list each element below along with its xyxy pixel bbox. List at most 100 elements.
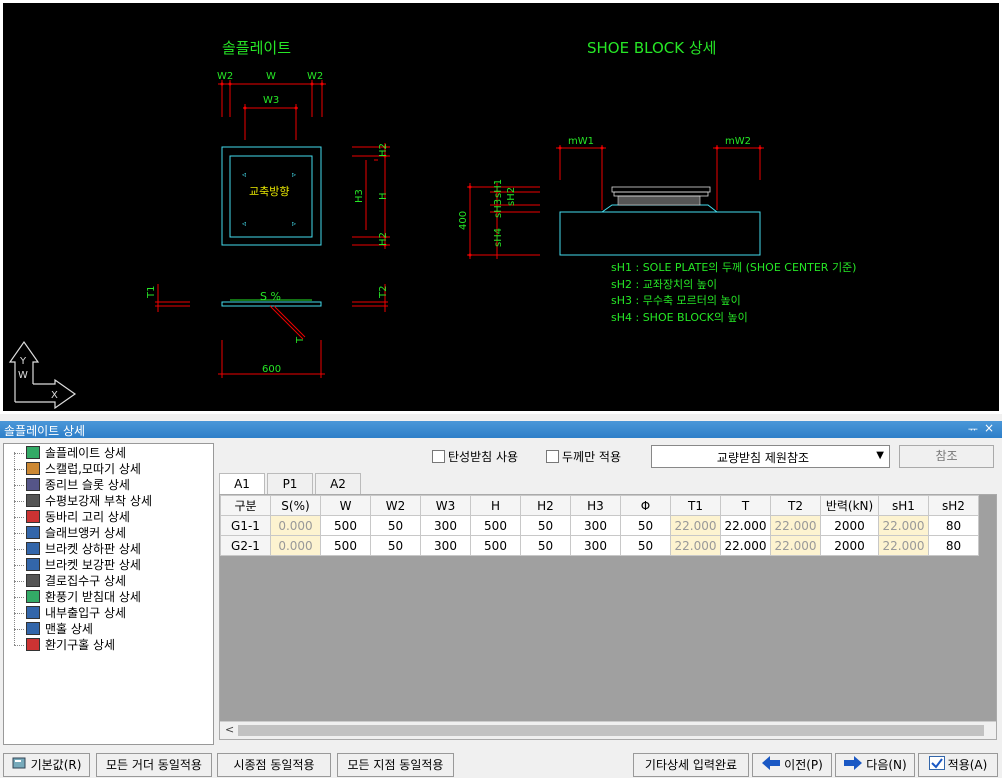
dim-label-t2: T2 [378,286,389,299]
table-cell[interactable]: 22.000 [720,515,771,536]
column-header[interactable]: H2 [520,495,571,516]
apply-button-label: 적용(A) [947,758,988,772]
close-icon[interactable]: × [983,421,994,435]
table-cell[interactable]: 80 [928,515,979,536]
hook-icon [26,510,40,523]
detail-input-done-button[interactable]: 기타상세 입력완료 [633,753,749,777]
table-cell[interactable]: 50 [520,515,571,536]
drawing-title-left: 솔플레이트 [222,39,291,57]
next-button[interactable]: 다음(N) [835,753,915,777]
table-cell[interactable]: 22.000 [670,515,721,536]
dim-label-sh2: sH2 [506,187,517,206]
table-cell[interactable]: 0.000 [270,535,321,556]
column-header[interactable]: Φ [620,495,671,516]
table-cell[interactable]: 22.000 [770,515,821,536]
all-girder-same-button[interactable]: 모든 거더 동일적용 [96,753,212,777]
elastic-bearing-checkbox-box[interactable] [432,450,445,463]
next-button-label: 다음(N) [866,758,907,772]
table-cell[interactable]: 300 [570,535,621,556]
table-cell[interactable]: 2000 [820,515,879,536]
tree-item-label: 종리브 슬롯 상세 [45,478,130,492]
elastic-bearing-label: 탄성받침 사용 [448,450,519,464]
table-cell[interactable]: 500 [320,535,371,556]
bearing-reference-value: 교량받침 제원참조 [716,451,810,465]
table-cell[interactable]: 22.000 [720,535,771,556]
horizontal-scrollbar[interactable]: < [220,721,996,739]
table-cell[interactable]: 500 [470,535,521,556]
table-cell[interactable]: 2000 [820,535,879,556]
dim-label-w3: W3 [263,95,279,106]
reference-button[interactable]: 참조 [899,445,994,468]
tab-a1[interactable]: A1 [219,473,265,495]
all-support-same-button[interactable]: 모든 지점 동일적용 [337,753,454,777]
table-cell[interactable]: 0.000 [270,515,321,536]
prev-button[interactable]: 이전(P) [752,753,832,777]
table-cell[interactable]: 22.000 [670,535,721,556]
dim-label-h3: H3 [354,189,365,203]
table-cell[interactable]: 22.000 [878,535,929,556]
table-cell[interactable]: 50 [370,535,421,556]
thickness-only-checkbox-box[interactable] [546,450,559,463]
dim-label-w2-left: W2 [217,71,233,82]
column-header[interactable]: sH2 [928,495,979,516]
table-cell[interactable]: 500 [470,515,521,536]
drawing-canvas[interactable]: 솔플레이트 SHOE BLOCK 상세 W2 W W2 W3 H2 H3 H H… [0,0,1002,414]
tree-item-label: 동바리 고리 상세 [45,510,130,524]
tab-p1[interactable]: P1 [267,473,313,494]
chevron-down-icon[interactable]: ▼ [876,450,884,461]
pin-icon[interactable]: ᅲ [967,423,978,436]
slope-label: S % [260,290,281,303]
column-header[interactable]: W [320,495,371,516]
column-header[interactable]: T2 [770,495,821,516]
start-end-same-button[interactable]: 시종점 동일적용 [217,753,331,777]
tree-connector [14,469,24,470]
row-header-cell[interactable]: G2-1 [220,535,271,556]
scroll-left-icon[interactable]: < [225,723,235,736]
column-header[interactable]: T1 [670,495,721,516]
column-header[interactable]: 구분 [220,495,271,516]
manhole-icon [26,622,40,635]
note-sh2: sH2 : 교좌장치의 높이 [611,278,717,291]
tab-a2[interactable]: A2 [315,473,361,494]
table-cell[interactable]: 22.000 [770,535,821,556]
tree-connector [14,597,24,598]
thickness-only-label: 두께만 적용 [562,450,622,464]
row-header-cell[interactable]: G1-1 [220,515,271,536]
table-cell[interactable]: 300 [420,535,471,556]
column-header[interactable]: H [470,495,521,516]
arrow-right-icon [843,755,863,777]
column-header[interactable]: 반력(kN) [820,495,879,516]
column-header[interactable]: sH1 [878,495,929,516]
table-cell[interactable]: 22.000 [878,515,929,536]
table-cell[interactable]: 300 [420,515,471,536]
table-cell[interactable]: 50 [520,535,571,556]
column-header[interactable]: T [720,495,771,516]
table-cell[interactable]: 500 [320,515,371,536]
default-button[interactable]: 기본값(R) [3,753,90,777]
ucs-w-label: W [18,370,28,381]
tree-item-label: 환풍기 받침대 상세 [45,590,141,604]
column-header[interactable]: S(%) [270,495,321,516]
bracket-plate-icon [26,558,40,571]
tree-item-label: 수평보강재 부착 상세 [45,494,152,508]
column-header[interactable]: W2 [370,495,421,516]
column-header[interactable]: H3 [570,495,621,516]
svg-text:◃: ◃ [242,170,246,179]
dim-label-sh3: sH3 [493,199,504,218]
scroll-thumb[interactable] [238,725,984,736]
table-cell[interactable]: 50 [370,515,421,536]
apply-button[interactable]: 적용(A) [918,753,998,777]
column-header[interactable]: W3 [420,495,471,516]
bearing-reference-select[interactable]: 교량받침 제원참조 ▼ [651,445,890,468]
table-cell[interactable]: 80 [928,535,979,556]
tree-item-label: 브라켓 보강판 상세 [45,558,141,572]
default-icon [12,755,28,777]
ucs-icon [8,340,77,410]
table-cell[interactable]: 50 [620,535,671,556]
table-cell[interactable]: 300 [570,515,621,536]
table-cell[interactable]: 50 [620,515,671,536]
